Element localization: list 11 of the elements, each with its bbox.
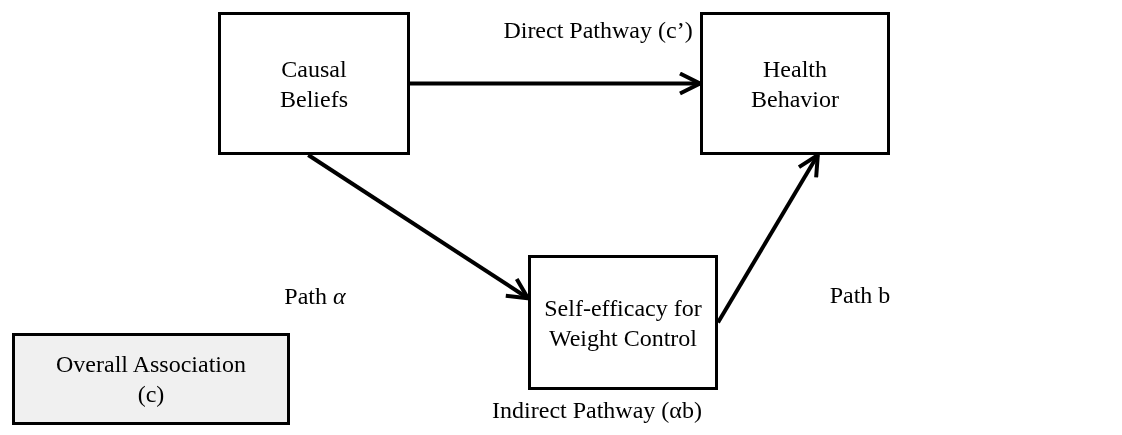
process-box: Health Behavior	[700, 12, 890, 155]
process-box: Overall Association (c)	[12, 333, 290, 425]
arrow	[410, 71, 702, 96]
arrow	[716, 153, 820, 324]
process-box: Self-efficacy for Weight Control	[528, 255, 718, 390]
arrow	[307, 153, 530, 301]
edge-label: Path b	[829, 280, 891, 310]
edge-label: Direct Pathway (c’)	[503, 15, 693, 45]
edge-label: Path α	[284, 281, 346, 311]
process-box: Causal Beliefs	[218, 12, 410, 155]
annotation-text: Indirect Pathway (αb)	[492, 395, 702, 425]
